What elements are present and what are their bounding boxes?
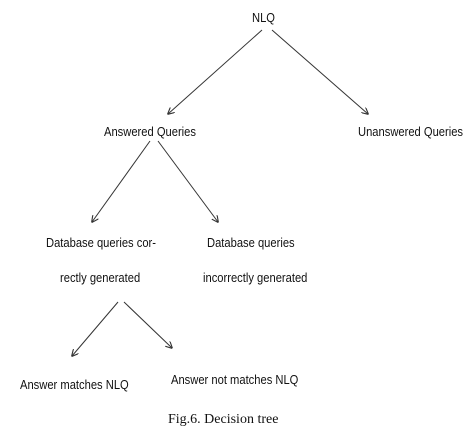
node-unanswered-queries: Unanswered Queries (358, 124, 464, 139)
node-answer-not-matches: Answer not matches NLQ (171, 372, 299, 387)
edge-nlq-to-unanswered (271, 29, 368, 114)
node-correct-line-2: rectly generated (60, 270, 141, 285)
node-correct-line-1: Database queries cor- (46, 235, 156, 250)
edge-nlq-to-answered (168, 29, 263, 114)
node-incorrect-line-2: incorrectly generated (203, 270, 308, 285)
edge-correct-to-matches (72, 301, 119, 356)
node-answered-queries: Answered Queries (104, 124, 196, 139)
node-incorrect-line-1: Database queries (207, 235, 295, 250)
node-nlq: NLQ (252, 10, 275, 25)
figure-caption: Fig.6. Decision tree (168, 412, 279, 427)
edge-correct-to-not-matches (123, 301, 172, 348)
edge-answered-to-correct (92, 140, 151, 222)
node-answer-matches: Answer matches NLQ (20, 377, 129, 392)
edge-answered-to-incorrect (157, 140, 218, 222)
